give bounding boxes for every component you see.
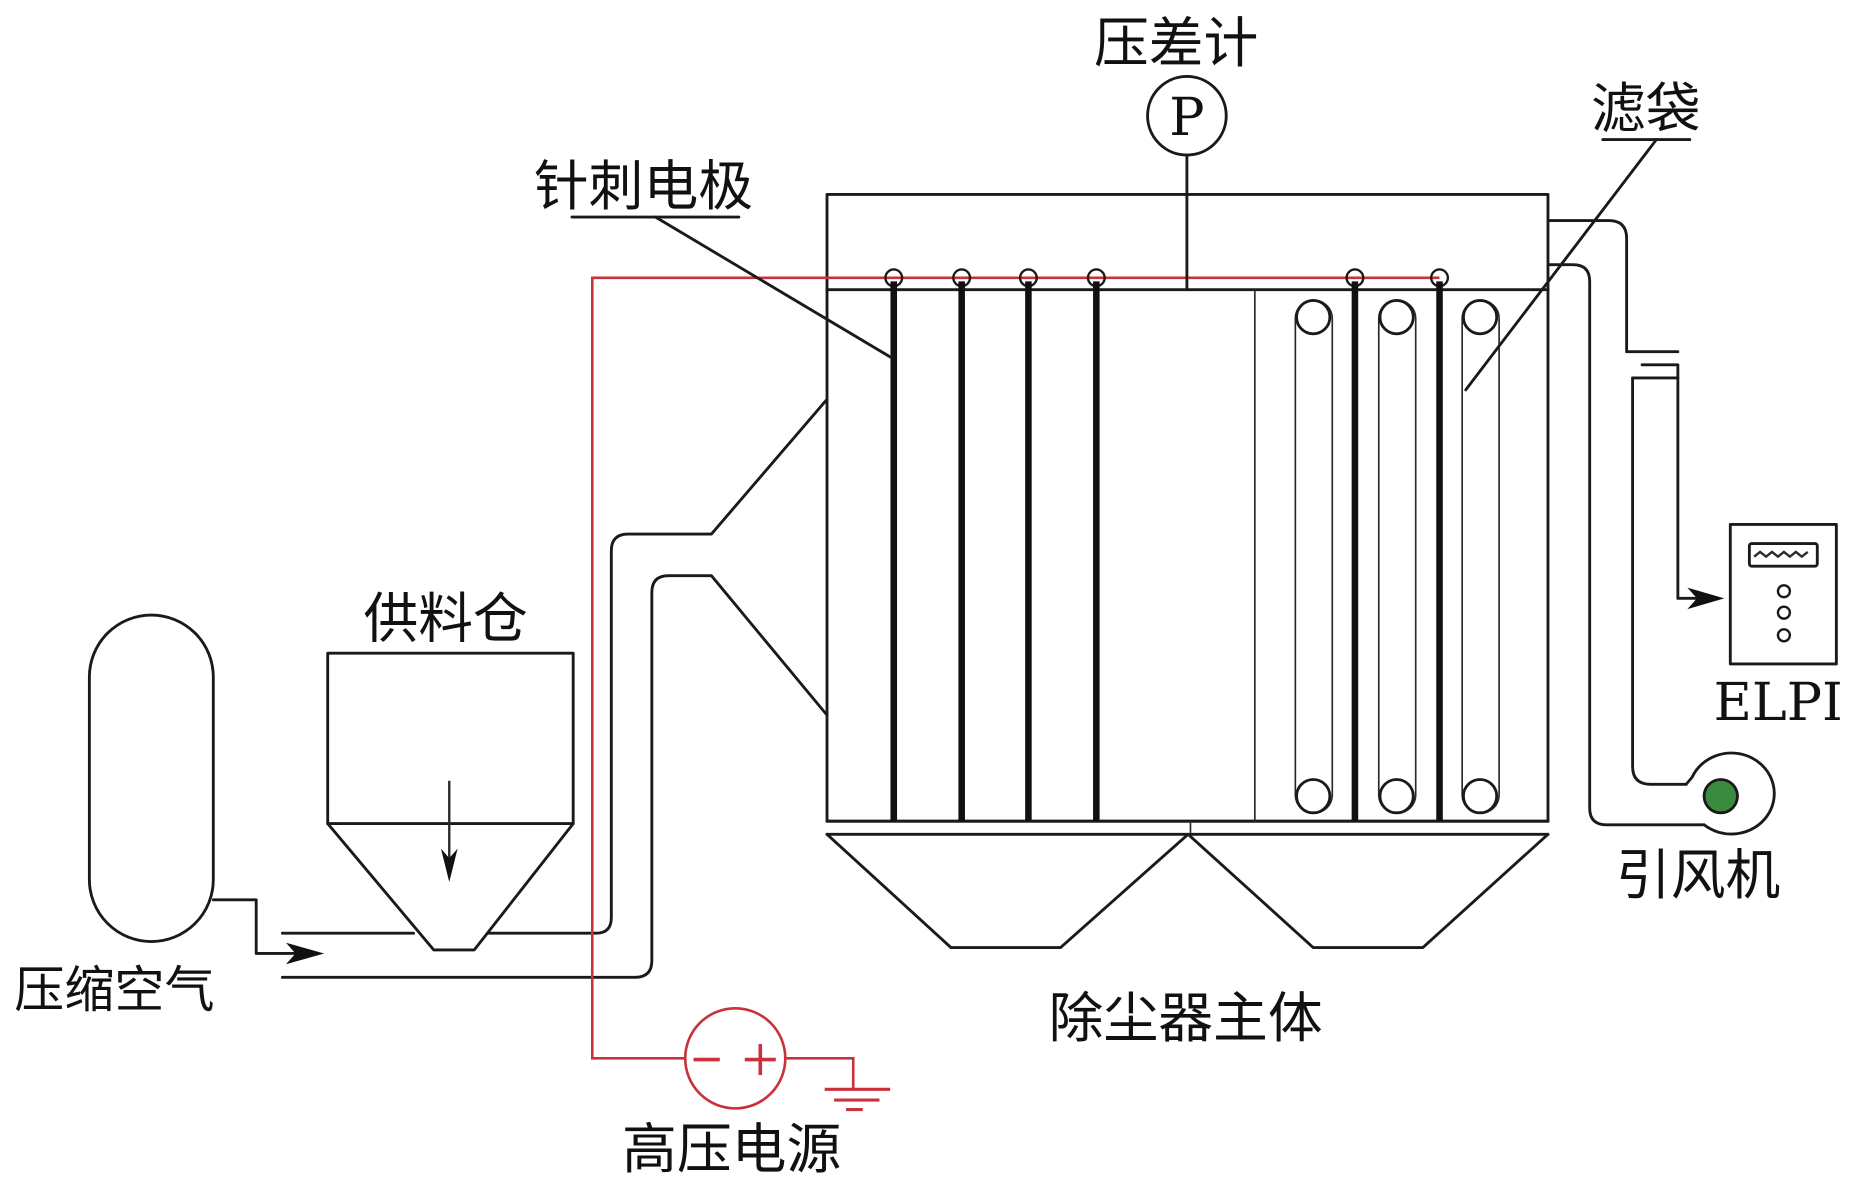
needle-electrode	[1430, 268, 1450, 822]
needle-electrode	[1018, 268, 1038, 822]
needle-electrode-callout	[570, 215, 893, 360]
feed-bin	[326, 651, 575, 952]
pressure-gauge-label: 压差计	[1094, 11, 1258, 75]
hv-power-supply	[683, 1006, 891, 1112]
feed-arrow-icon	[440, 848, 458, 882]
needle-electrode	[1086, 268, 1106, 822]
high-voltage-wire	[590, 276, 1440, 1060]
filter-bag	[1461, 299, 1500, 815]
pressure-gauge: P	[1146, 74, 1228, 292]
needle-electrodes	[884, 268, 1450, 822]
needle-electrode-label: 针刺电极	[534, 154, 753, 218]
outlet-duct	[1546, 219, 1725, 827]
needle-electrode	[952, 268, 972, 822]
hv-power-label: 高压电源	[622, 1117, 841, 1181]
feed-bin-label: 供料仓	[363, 587, 527, 651]
inlet-duct	[280, 397, 829, 979]
dust-hoppers	[825, 832, 1550, 949]
filter-bag	[1294, 299, 1334, 815]
induced-fan	[1684, 751, 1776, 836]
fan-hub-icon	[1702, 778, 1739, 815]
needle-electrode	[1345, 268, 1365, 822]
ground-icon	[824, 1087, 891, 1112]
air-tank	[87, 613, 215, 943]
induced-fan-label: 引风机	[1616, 843, 1780, 907]
elpi-instrument	[1728, 523, 1838, 666]
compressed-air-label: 压缩空气	[14, 961, 214, 1019]
pressure-gauge-symbol: P	[1169, 87, 1204, 148]
collector-body-label: 除尘器主体	[1049, 986, 1323, 1050]
filter-bag-label: 滤袋	[1591, 77, 1701, 141]
filter-bags	[1294, 299, 1500, 815]
needle-electrode	[884, 268, 904, 822]
elpi-label: ELPI	[1714, 672, 1843, 733]
compressed-air-line	[211, 898, 325, 965]
filter-bag	[1377, 299, 1417, 815]
